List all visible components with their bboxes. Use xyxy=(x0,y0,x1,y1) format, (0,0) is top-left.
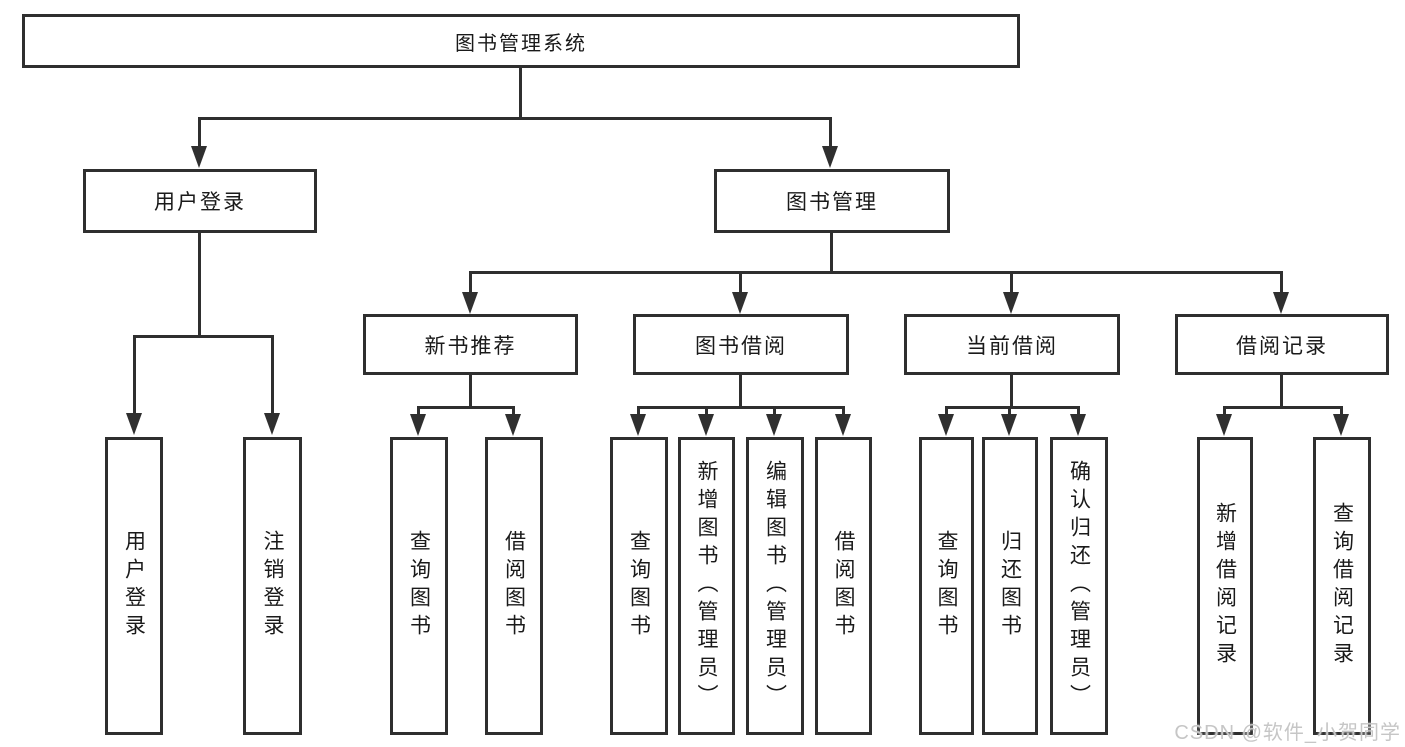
node-borrow-record-label: 借阅记录 xyxy=(1236,334,1328,358)
arrow-down-icon xyxy=(1273,292,1289,314)
connector-new-book-rec-drop xyxy=(469,375,472,408)
leaf-confirm-return-admin-label: 确认归还（管理员） xyxy=(1067,460,1091,712)
leaf-confirm-return-admin: 确认归还（管理员） xyxy=(1050,437,1108,735)
connector-stem xyxy=(417,406,420,416)
connector-current-borrow-drop xyxy=(1010,375,1013,408)
arrow-down-icon xyxy=(462,292,478,314)
watermark: CSDN @软件_小贺同学 xyxy=(1174,722,1401,744)
connector-stem xyxy=(637,406,640,416)
arrow-down-icon xyxy=(835,414,851,436)
leaf-add-borrow-record-label: 新增借阅记录 xyxy=(1213,502,1237,670)
connector-level1-span xyxy=(198,117,832,120)
connector-user-login-span xyxy=(133,335,274,338)
node-library-system: 图书管理系统 xyxy=(22,14,1020,68)
arrow-down-icon xyxy=(698,414,714,436)
leaf-borrow-book-label: 借阅图书 xyxy=(832,530,855,642)
connector-stem xyxy=(512,406,515,416)
connector-book-mgmt-drop xyxy=(830,232,833,273)
connector-user-login-drop xyxy=(198,232,201,337)
leaf-query-book-current-label: 查询图书 xyxy=(935,530,958,642)
node-book-management-label: 图书管理 xyxy=(786,191,878,214)
node-user-login-label: 用户登录 xyxy=(154,191,246,214)
node-current-borrow: 当前借阅 xyxy=(904,314,1120,375)
leaf-borrow-book-recommend-label: 借阅图书 xyxy=(502,530,526,642)
leaf-query-book-borrow: 查询图书 xyxy=(610,437,668,735)
leaf-return-book-label: 归还图书 xyxy=(998,530,1022,642)
arrow-down-icon xyxy=(1003,292,1019,314)
connector-borrow-record-span xyxy=(1223,406,1343,409)
leaf-user-login-label: 用户登录 xyxy=(122,530,146,642)
node-book-management: 图书管理 xyxy=(714,169,950,233)
leaf-query-book-borrow-label: 查询图书 xyxy=(627,530,651,642)
arrow-down-icon xyxy=(264,413,280,435)
node-book-borrow-label: 图书借阅 xyxy=(695,334,787,358)
connector-stem xyxy=(829,117,832,148)
arrow-down-icon xyxy=(1333,414,1349,436)
connector-stem xyxy=(945,406,948,416)
leaf-logout: 注销登录 xyxy=(243,437,302,735)
leaf-borrow-book-recommend: 借阅图书 xyxy=(485,437,543,735)
node-user-login: 用户登录 xyxy=(83,169,317,233)
leaf-user-login: 用户登录 xyxy=(105,437,163,735)
arrow-down-icon xyxy=(938,414,954,436)
connector-stem xyxy=(1008,406,1011,416)
leaf-edit-book-admin-label: 编辑图书（管理员） xyxy=(763,460,787,712)
connector-stem xyxy=(271,335,274,415)
leaf-query-book-current: 查询图书 xyxy=(919,437,974,735)
connector-stem xyxy=(133,335,136,415)
node-new-book-recommend-label: 新书推荐 xyxy=(424,334,517,358)
connector-stem xyxy=(1077,406,1080,416)
connector-stem xyxy=(1280,271,1283,294)
arrow-down-icon xyxy=(1070,414,1086,436)
connector-stem xyxy=(773,406,776,416)
arrow-down-icon xyxy=(732,292,748,314)
leaf-edit-book-admin: 编辑图书（管理员） xyxy=(746,437,804,735)
arrow-down-icon xyxy=(822,146,838,168)
arrow-down-icon xyxy=(126,413,142,435)
node-borrow-record: 借阅记录 xyxy=(1175,314,1389,375)
leaf-query-borrow-record-label: 查询借阅记录 xyxy=(1330,502,1354,670)
node-book-borrow: 图书借阅 xyxy=(633,314,849,375)
leaf-query-book-recommend-label: 查询图书 xyxy=(407,530,431,642)
connector-current-borrow-span xyxy=(945,406,1080,409)
arrow-down-icon xyxy=(410,414,426,436)
arrow-down-icon xyxy=(191,146,207,168)
connector-borrow-record-drop xyxy=(1280,375,1283,408)
leaf-return-book: 归还图书 xyxy=(982,437,1038,735)
leaf-add-book-admin: 新增图书（管理员） xyxy=(678,437,735,735)
leaf-add-book-admin-label: 新增图书（管理员） xyxy=(695,460,718,712)
connector-stem xyxy=(198,117,201,148)
node-new-book-recommend: 新书推荐 xyxy=(363,314,578,375)
node-current-borrow-label: 当前借阅 xyxy=(966,334,1058,358)
arrow-down-icon xyxy=(766,414,782,436)
connector-stem xyxy=(1340,406,1343,416)
leaf-query-book-recommend: 查询图书 xyxy=(390,437,448,735)
connector-root-drop xyxy=(519,68,522,118)
connector-stem xyxy=(739,271,742,294)
arrow-down-icon xyxy=(1216,414,1232,436)
connector-stem xyxy=(842,406,845,416)
connector-level2-span xyxy=(469,271,1283,274)
connector-stem xyxy=(1223,406,1226,416)
connector-book-borrow-drop xyxy=(739,375,742,408)
leaf-logout-label: 注销登录 xyxy=(261,530,284,642)
leaf-borrow-book: 借阅图书 xyxy=(815,437,872,735)
leaf-add-borrow-record: 新增借阅记录 xyxy=(1197,437,1253,735)
arrow-down-icon xyxy=(1001,414,1017,436)
arrow-down-icon xyxy=(630,414,646,436)
connector-stem xyxy=(469,271,472,294)
node-library-system-label: 图书管理系统 xyxy=(455,32,587,55)
leaf-query-borrow-record: 查询借阅记录 xyxy=(1313,437,1371,735)
connector-new-book-rec-span xyxy=(417,406,515,409)
connector-book-borrow-span xyxy=(637,406,845,409)
arrow-down-icon xyxy=(505,414,521,436)
connector-stem xyxy=(705,406,708,416)
connector-stem xyxy=(1010,271,1013,294)
